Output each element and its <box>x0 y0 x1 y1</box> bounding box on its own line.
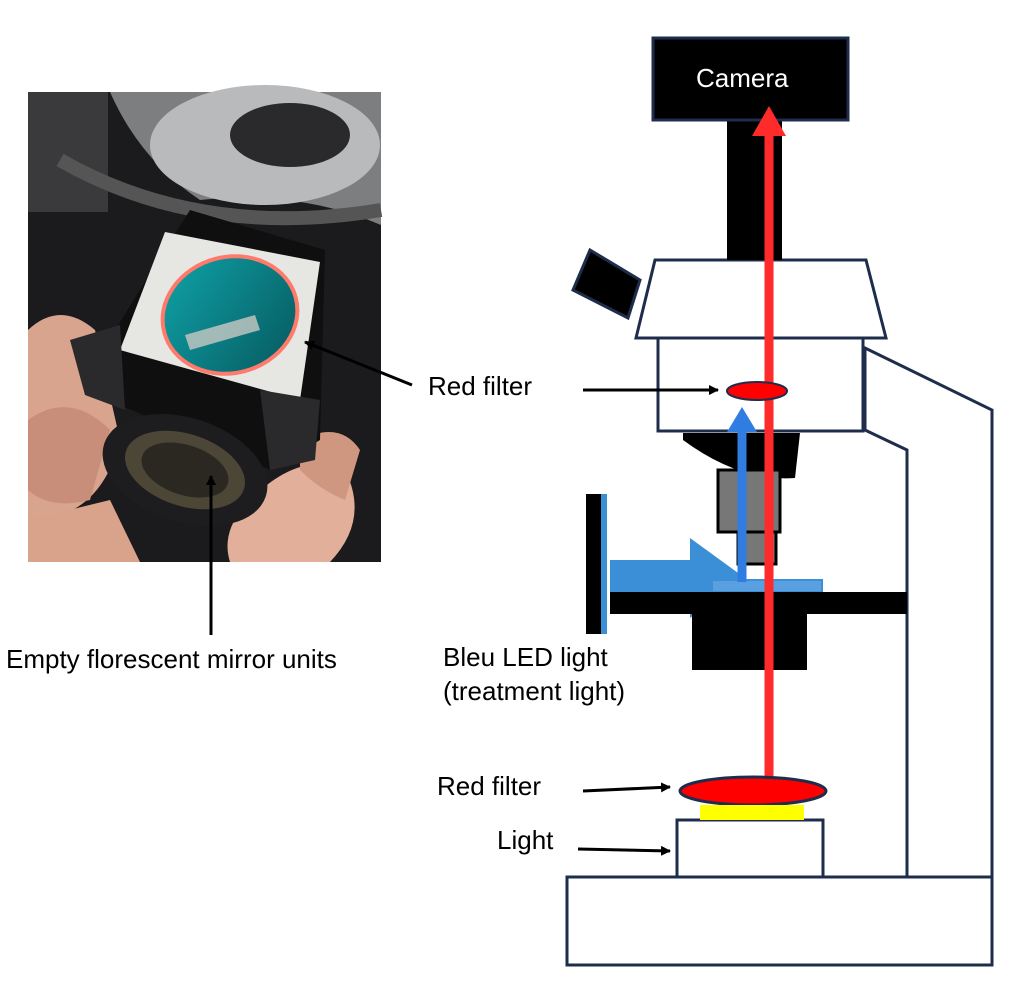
eyepiece <box>571 247 642 321</box>
treatment-light-label: (treatment light) <box>443 676 626 706</box>
stage <box>610 592 907 614</box>
condenser <box>692 614 807 670</box>
light-arrow <box>577 845 671 856</box>
camera-label: Camera <box>696 63 789 93</box>
red-filter-top <box>726 381 788 401</box>
red-filter-bottom-label: Red filter <box>437 771 542 801</box>
microscope-arm <box>863 345 994 879</box>
microscope-head <box>634 258 888 340</box>
red-filter-bottom-arrow <box>582 782 671 793</box>
light-label: Light <box>497 825 554 855</box>
light-source <box>700 805 804 820</box>
photo-red-filter-label: Red filter <box>428 371 533 401</box>
red-filter-bottom <box>678 775 828 807</box>
filter-cube-photo <box>28 85 383 562</box>
camera-box <box>651 36 850 122</box>
mirror-units-label: Empty florescent mirror units <box>6 644 337 674</box>
light-housing <box>675 818 825 879</box>
photo-red-filter-arrow <box>304 340 413 387</box>
blue-led-panel <box>586 494 602 634</box>
microscope-base <box>565 875 994 967</box>
camera-tube <box>727 120 782 260</box>
blue-led-label: Bleu LED light <box>443 642 608 672</box>
